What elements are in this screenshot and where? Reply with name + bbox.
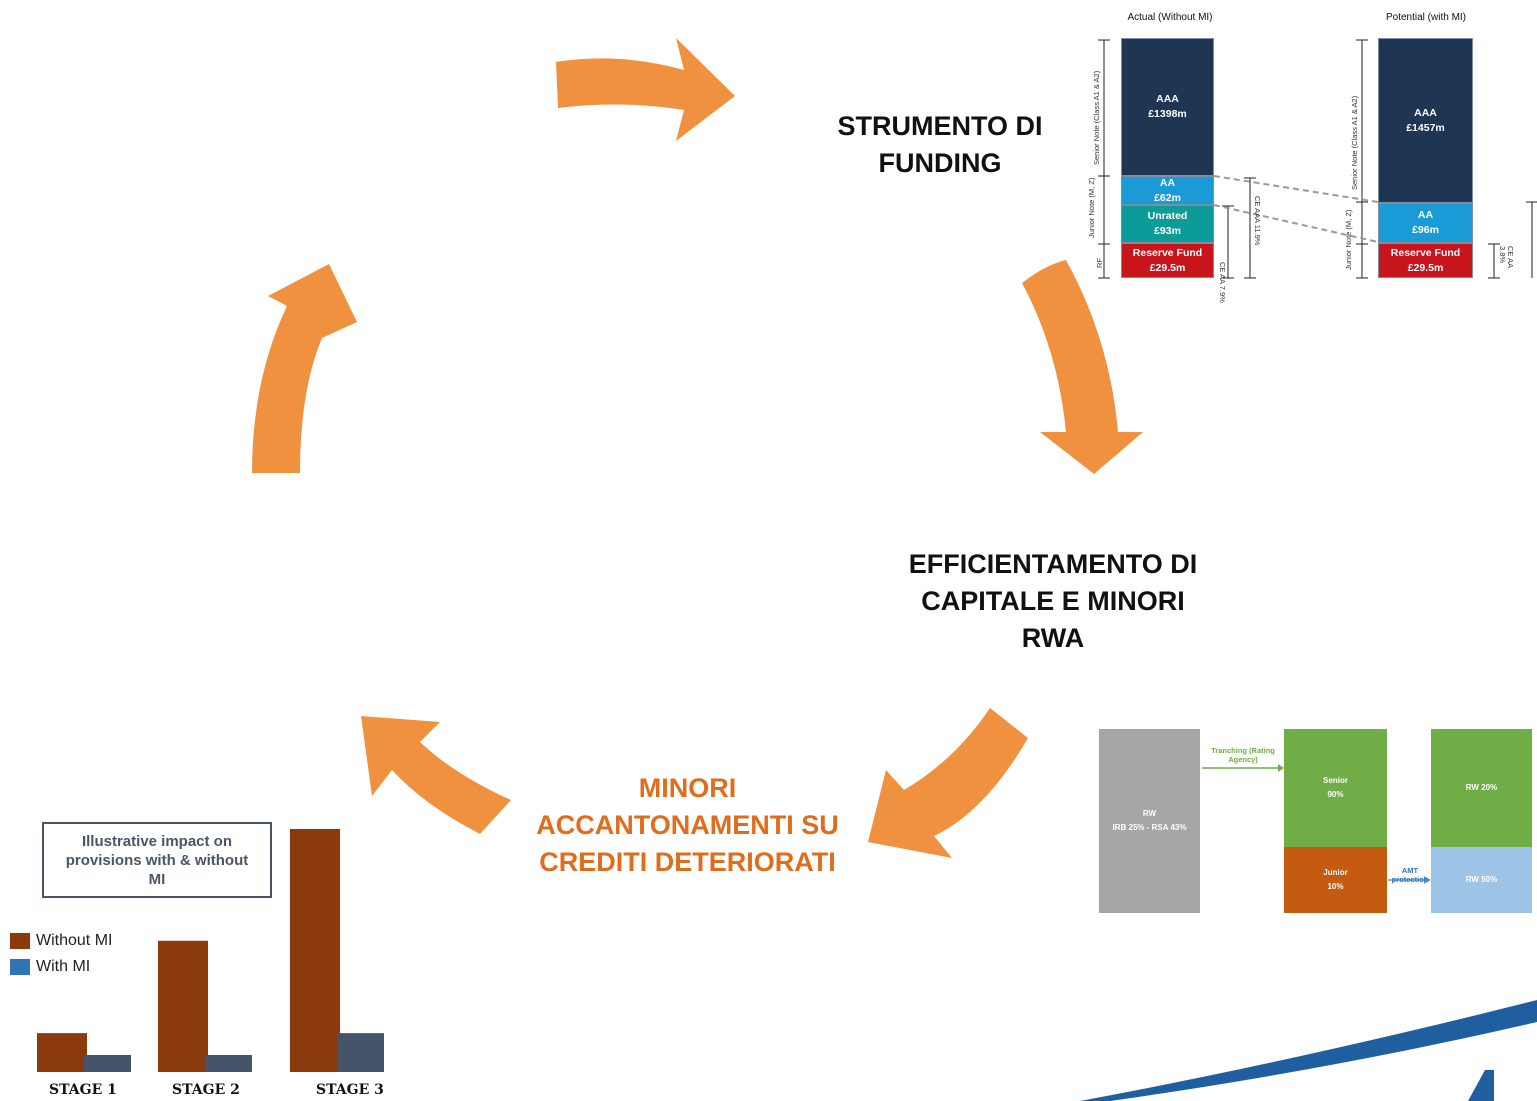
rwa-senior-rw-block: RW 20% <box>1431 729 1532 847</box>
rwa-junior-rw-block: RW 50% <box>1431 847 1532 913</box>
heading-provisions: MINORI ACCANTONAMENTI SU CREDITI DETERIO… <box>536 773 839 877</box>
cycle-arrow-right-icon <box>1022 260 1143 474</box>
actual-title: Actual (Without MI) <box>1127 12 1213 23</box>
heading-funding: STRUMENTO DI FUNDING <box>837 111 1043 178</box>
rwa-senior-block: Senior 90% <box>1284 729 1387 847</box>
stage-2-label: STAGE 2 <box>172 1082 240 1098</box>
rwa-amt-label: AMT protection <box>1391 866 1429 884</box>
tranche-actual-aa: AA £62m <box>1121 176 1214 205</box>
tranche-potential-reserve: Reserve Fund £29.5m <box>1378 243 1473 278</box>
legend-swatch-without-mi <box>10 933 30 949</box>
label-potential-senior: Senior Note (Class A1 & A2) <box>1350 95 1359 190</box>
capital-structure-brackets <box>1098 39 1537 279</box>
rwa-rw-block: RW IRB 25% - RSA 43% <box>1099 729 1200 913</box>
provisions-title-box: Illustrative impact on provisions with &… <box>42 822 272 898</box>
rwa-junior-block: Junior 10% <box>1284 847 1387 913</box>
label-actual-junior: Junior Note (M, Z) <box>1087 177 1096 238</box>
cycle-arrow-bottom-right-icon <box>868 708 1028 858</box>
legend-with-mi: With MI <box>10 958 90 976</box>
rwa-connector-arrows <box>1202 764 1431 884</box>
bar-with-mi-stage-2 <box>205 1054 252 1072</box>
label-potential-junior: Junior Note (M, Z) <box>1344 209 1353 270</box>
logo-swoosh-icon <box>1080 1000 1537 1101</box>
stage-1-label: STAGE 1 <box>49 1082 117 1098</box>
tranche-actual-aaa: AAA £1398m <box>1121 38 1214 176</box>
label-actual-ce-aa: CE AA 7.9% <box>1218 262 1227 303</box>
potential-title: Potential (with MI) <box>1385 12 1467 23</box>
tranche-actual-reserve: Reserve Fund £29.5m <box>1121 243 1214 278</box>
label-actual-rf: RF <box>1095 258 1104 268</box>
label-potential-ce-aa: CE AA 3.8% <box>1498 246 1515 268</box>
bar-with-mi-stage-1 <box>84 1054 131 1072</box>
provisions-chart <box>37 829 384 1072</box>
bar-with-mi-stage-3 <box>337 1033 384 1072</box>
tranche-potential-aa: AA £96m <box>1378 203 1473 243</box>
bar-without-mi-stage-3 <box>290 829 340 1072</box>
bar-without-mi-stage-2 <box>158 940 208 1072</box>
cycle-arrow-bottom-left-icon <box>361 716 511 834</box>
label-actual-senior: Senior Note (Class A1 & A2) <box>1092 70 1101 165</box>
cycle-arrow-left-icon <box>252 264 357 473</box>
bar-without-mi-stage-1 <box>37 1033 87 1072</box>
cycle-arrow-top-icon <box>556 38 735 141</box>
rwa-tranching-label: Tranching (Rating Agency) <box>1211 746 1275 764</box>
label-actual-ce-aaa: CE AAA 11.9% <box>1253 196 1262 246</box>
tranche-actual-unrated: Unrated £93m <box>1121 205 1214 243</box>
heading-capital: EFFICIENTAMENTO DI CAPITALE E MINORI RWA <box>908 549 1198 653</box>
stage-3-label: STAGE 3 <box>316 1082 384 1098</box>
tranche-potential-aaa: AAA £1457m <box>1378 38 1473 203</box>
legend-swatch-with-mi <box>10 959 30 975</box>
legend-without-mi: Without MI <box>10 932 112 950</box>
